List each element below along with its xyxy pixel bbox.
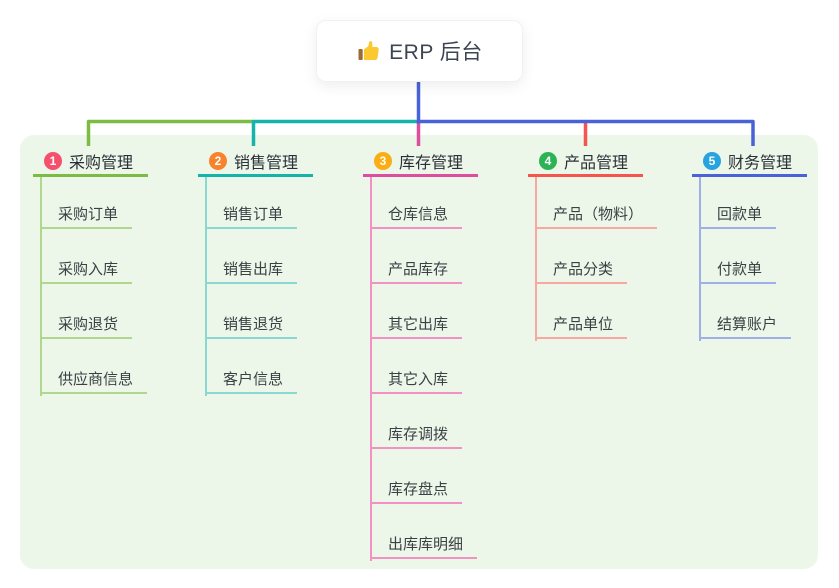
root-node-label: ERP 后台: [389, 41, 483, 64]
branch-label: 产品管理: [564, 155, 629, 172]
child-node[interactable]: 库存盘点: [370, 477, 463, 504]
branch-label: 财务管理: [728, 155, 793, 172]
branch-label: 销售管理: [234, 155, 299, 172]
mindmap-panel: [20, 135, 818, 569]
child-node[interactable]: 产品库存: [370, 257, 463, 284]
child-node[interactable]: 销售出库: [205, 257, 298, 284]
branch-child-connector: [205, 177, 207, 396]
branch-node-3[interactable]: 3 库存管理: [363, 148, 478, 177]
child-node[interactable]: 采购订单: [40, 202, 133, 229]
child-node[interactable]: 产品（物料）: [535, 202, 658, 229]
root-node[interactable]: ERP 后台: [316, 20, 523, 82]
child-node[interactable]: 其它出库: [370, 312, 463, 339]
branch-number-badge: 2: [209, 152, 227, 170]
child-node[interactable]: 回款单: [699, 202, 777, 229]
child-node[interactable]: 其它入库: [370, 367, 463, 394]
child-node[interactable]: 销售订单: [205, 202, 298, 229]
child-node[interactable]: 产品单位: [535, 312, 628, 339]
branch-label: 采购管理: [69, 155, 134, 172]
branch-number-badge: 4: [539, 152, 557, 170]
child-node[interactable]: 出库库明细: [370, 532, 478, 559]
branch-number-badge: 1: [44, 152, 62, 170]
branch-node-5[interactable]: 5 财务管理: [692, 148, 807, 177]
branch-child-connector: [370, 177, 372, 561]
branch-number-badge: 3: [374, 152, 392, 170]
branch-child-connector: [699, 177, 701, 341]
branch-label: 库存管理: [399, 155, 464, 172]
child-node[interactable]: 采购退货: [40, 312, 133, 339]
child-node[interactable]: 销售退货: [205, 312, 298, 339]
child-node[interactable]: 库存调拨: [370, 422, 463, 449]
branch-node-2[interactable]: 2 销售管理: [198, 148, 313, 177]
child-node[interactable]: 供应商信息: [40, 367, 148, 394]
child-node[interactable]: 产品分类: [535, 257, 628, 284]
child-node[interactable]: 结算账户: [699, 312, 792, 339]
child-node[interactable]: 客户信息: [205, 367, 298, 394]
branch-child-connector: [40, 177, 42, 396]
child-node[interactable]: 采购入库: [40, 257, 133, 284]
branch-number-badge: 5: [703, 152, 721, 170]
branch-node-1[interactable]: 1 采购管理: [33, 148, 148, 177]
thumbs-up-icon: [358, 41, 379, 60]
child-node[interactable]: 仓库信息: [370, 202, 463, 229]
child-node[interactable]: 付款单: [699, 257, 777, 284]
branch-child-connector: [535, 177, 537, 341]
branch-node-4[interactable]: 4 产品管理: [528, 148, 643, 177]
